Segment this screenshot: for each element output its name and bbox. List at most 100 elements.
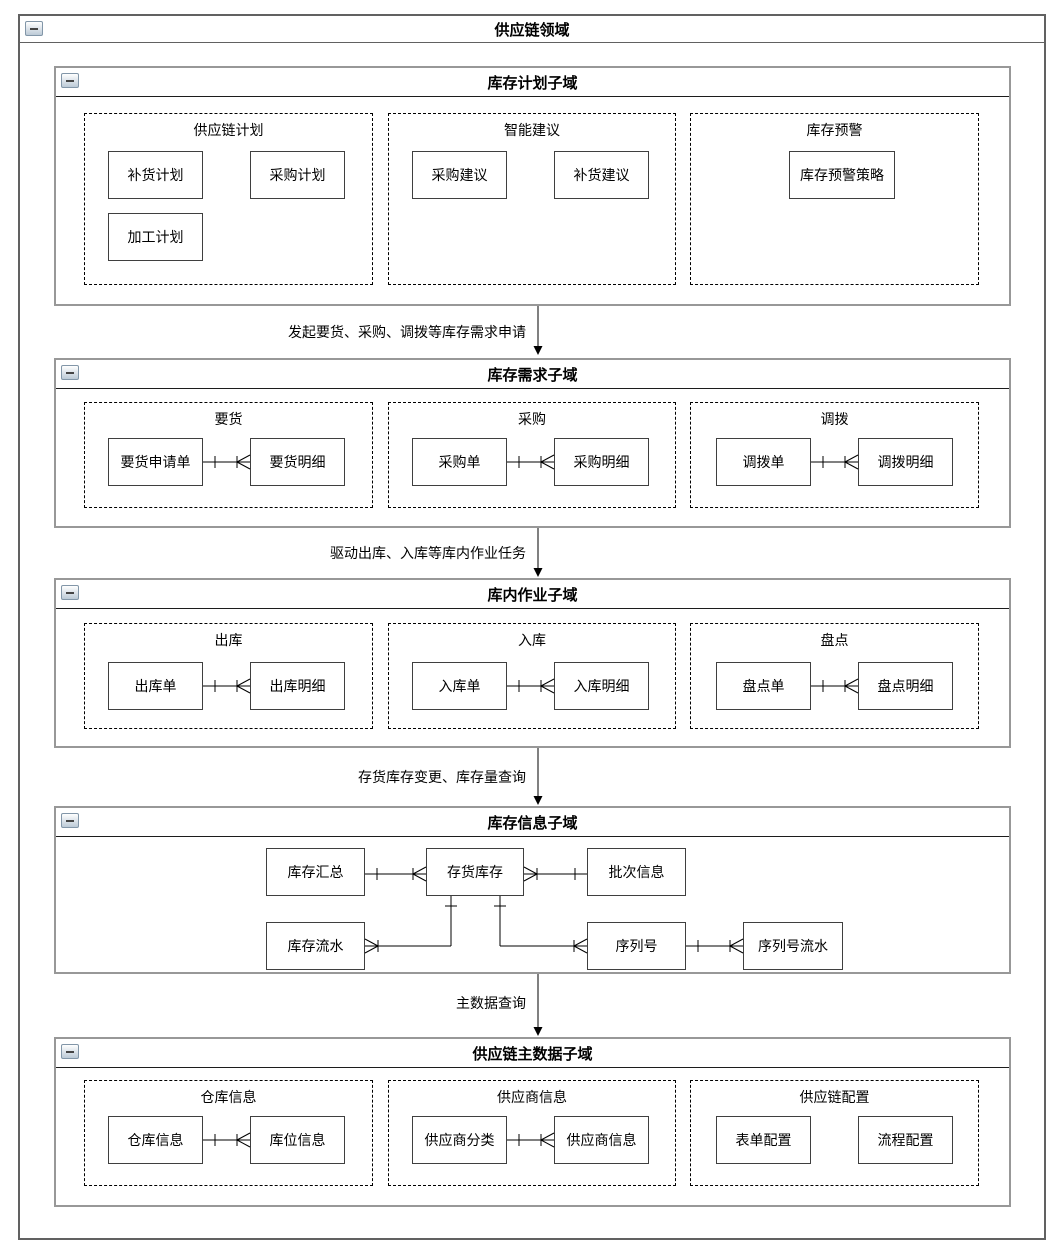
entity-label: 序列号 — [615, 938, 658, 954]
group-title: 采购 — [518, 411, 546, 427]
group-title: 要货 — [214, 411, 243, 427]
group-supplier-info: 供应商信息 — [388, 1080, 676, 1186]
collapse-icon[interactable] — [61, 365, 79, 380]
entity-label: 采购单 — [438, 454, 481, 470]
group-smart-suggestion: 智能建议 — [388, 113, 676, 285]
group-title: 库存预警 — [806, 122, 863, 138]
subdomain-title: 库存信息子域 — [487, 814, 578, 832]
entity-label: 调拨单 — [742, 454, 785, 470]
collapse-icon[interactable] — [61, 585, 79, 600]
group-title: 入库 — [518, 632, 546, 648]
collapse-icon[interactable] — [61, 1044, 79, 1059]
flow-label: 驱动出库、入库等库内作业任务 — [330, 545, 526, 561]
entity-box: 要货明细 — [250, 438, 345, 486]
subdomain-header: 供应链主数据子域 — [56, 1039, 1009, 1068]
group-supply-chain-plan: 供应链计划 — [84, 113, 373, 285]
group-title: 供应链配置 — [799, 1089, 870, 1105]
flow-label: 发起要货、采购、调拨等库存需求申请 — [288, 324, 526, 340]
entity-label: 采购建议 — [431, 167, 488, 183]
entity-label: 仓库信息 — [127, 1132, 184, 1148]
group-requisition: 要货 — [84, 402, 373, 508]
group-title: 智能建议 — [504, 122, 560, 138]
entity-box: 采购明细 — [554, 438, 649, 486]
entity-box: 加工计划 — [108, 213, 203, 261]
collapse-icon[interactable] — [25, 21, 43, 36]
minus-glyph — [66, 371, 74, 374]
entity-label: 表单配置 — [735, 1132, 792, 1148]
flow-label: 主数据查询 — [456, 995, 526, 1011]
entity-label: 出库明细 — [269, 678, 326, 694]
minus-glyph — [66, 79, 74, 82]
entity-box: 采购计划 — [250, 151, 345, 199]
subdomain-header: 库存需求子域 — [56, 360, 1009, 389]
subdomain-title: 供应链主数据子域 — [472, 1045, 593, 1063]
entity-label: 序列号流水 — [758, 938, 828, 954]
entity-box: 仓库信息 — [108, 1116, 203, 1164]
entity-box: 采购建议 — [412, 151, 507, 199]
entity-label: 采购明细 — [573, 454, 630, 470]
collapse-icon[interactable] — [61, 813, 79, 828]
group-title: 仓库信息 — [200, 1089, 257, 1105]
entity-box: 流程配置 — [858, 1116, 953, 1164]
entity-box: 采购单 — [412, 438, 507, 486]
entity-label: 出库单 — [134, 678, 177, 694]
group-transfer: 调拨 — [690, 402, 979, 508]
entity-label: 存货库存 — [447, 864, 503, 880]
entity-label: 库存流水 — [287, 938, 344, 954]
minus-glyph — [30, 27, 38, 30]
entity-box: 入库单 — [412, 662, 507, 710]
entity-label: 盘点明细 — [877, 678, 934, 694]
entity-box: 库存预警策略 — [789, 151, 895, 199]
entity-label: 补货建议 — [573, 167, 630, 183]
entity-box: 序列号流水 — [743, 922, 843, 970]
domain-header: 供应链领域 — [20, 16, 1044, 43]
minus-glyph — [66, 1050, 74, 1053]
entity-box: 要货申请单 — [108, 438, 203, 486]
entity-label: 供应商分类 — [424, 1132, 495, 1148]
entity-box: 出库明细 — [250, 662, 345, 710]
group-title: 盘点 — [820, 632, 849, 648]
entity-box: 补货建议 — [554, 151, 649, 199]
group-title: 出库 — [214, 632, 243, 648]
entity-label: 采购计划 — [269, 167, 326, 183]
entity-box: 批次信息 — [587, 848, 686, 896]
group-title: 调拨 — [820, 411, 849, 427]
entity-box: 库存汇总 — [266, 848, 365, 896]
flow-label: 存货库存变更、库存量查询 — [358, 769, 526, 785]
entity-label: 要货明细 — [269, 454, 326, 470]
group-outbound: 出库 — [84, 623, 373, 729]
subdomain-master-data: 供应链主数据子域 — [54, 1037, 1011, 1207]
entity-label: 库位信息 — [269, 1132, 326, 1148]
entity-box: 供应商信息 — [554, 1116, 649, 1164]
entity-label: 流程配置 — [877, 1132, 934, 1148]
subdomain-header: 库存信息子域 — [56, 808, 1009, 837]
collapse-icon[interactable] — [61, 73, 79, 88]
entity-label: 补货计划 — [127, 167, 184, 183]
entity-label: 调拨明细 — [877, 454, 934, 470]
group-title: 供应链计划 — [193, 122, 264, 138]
group-title: 供应商信息 — [497, 1089, 567, 1105]
entity-box: 供应商分类 — [412, 1116, 507, 1164]
entity-box: 序列号 — [587, 922, 686, 970]
group-inbound: 入库 — [388, 623, 676, 729]
subdomain-title: 库内作业子域 — [487, 586, 578, 604]
subdomain-header: 库存计划子域 — [56, 68, 1009, 97]
group-supply-chain-config: 供应链配置 — [690, 1080, 979, 1186]
entity-label: 要货申请单 — [120, 454, 191, 470]
entity-box: 出库单 — [108, 662, 203, 710]
entity-box: 盘点明细 — [858, 662, 953, 710]
subdomain-inventory-information: 库存信息子域 — [54, 806, 1011, 974]
entity-box: 库存流水 — [266, 922, 365, 970]
entity-label: 盘点单 — [742, 678, 785, 694]
subdomain-title: 库存计划子域 — [487, 74, 578, 92]
entity-box: 补货计划 — [108, 151, 203, 199]
entity-box: 入库明细 — [554, 662, 649, 710]
entity-label: 库存预警策略 — [800, 167, 884, 183]
entity-label: 入库单 — [438, 678, 481, 694]
group-purchase: 采购 — [388, 402, 676, 508]
domain-title: 供应链领域 — [494, 21, 570, 39]
subdomain-inventory-demand: 库存需求子域 — [54, 358, 1011, 528]
group-inventory-alert: 库存预警 — [690, 113, 979, 285]
entity-box: 调拨明细 — [858, 438, 953, 486]
